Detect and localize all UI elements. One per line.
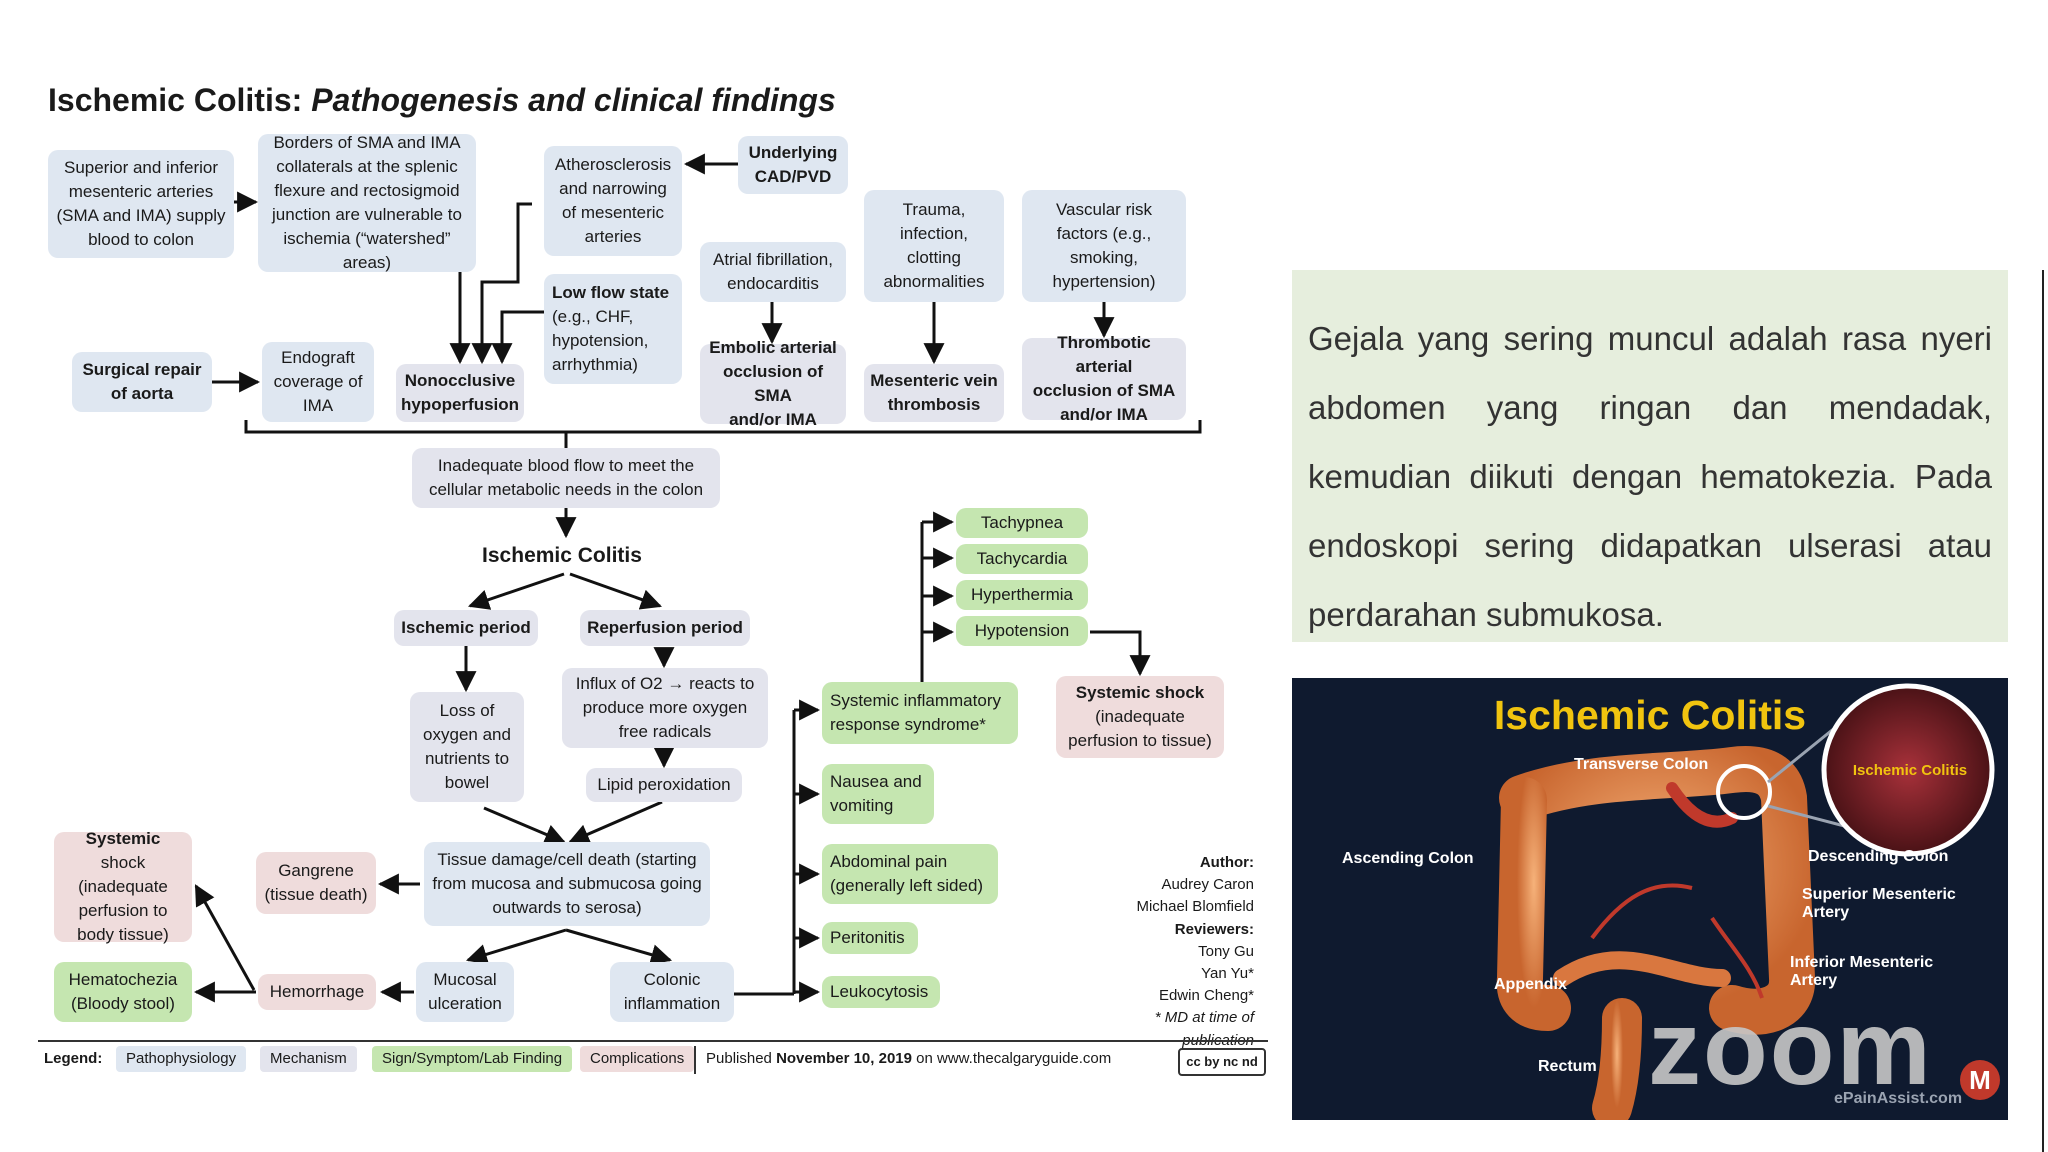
label-sma: Superior Mesenteric Artery [1802, 886, 1956, 922]
node-leukocytosis: Leukocytosis [822, 976, 940, 1008]
reviewer-name: Edwin Cheng* [1158, 987, 1254, 1005]
node-mucosal-ulceration: Mucosal ulceration [416, 962, 514, 1022]
node-reperfusion-period: Reperfusion period [580, 610, 750, 646]
indonesian-note: Gejala yang sering muncul adalah rasa ny… [1292, 270, 2008, 642]
node-watershed-borders: Borders of SMA and IMA collaterals at th… [258, 133, 476, 272]
legend-divider [694, 1046, 696, 1074]
cc-license-icon: cc by nc nd [1178, 1048, 1266, 1076]
reviewers-label: Reviewers: [1174, 920, 1254, 938]
node-inadequate-blood-flow: Inadequate blood flow to meet the cellul… [412, 448, 720, 508]
node-loss-of-oxygen: Loss of oxygen and nutrients to bowel [410, 692, 524, 802]
label-rectum: Rectum [1538, 1058, 1597, 1075]
legend-footer: Legend: Pathophysiology Mechanism Sign/S… [38, 1040, 1268, 1078]
author-credits: Author: Audrey Caron Michael Blomfield R… [1090, 852, 1254, 1052]
node-peritonitis: Peritonitis [822, 922, 918, 954]
illustration-title: Ischemic Colitis [1493, 692, 1807, 738]
node-nonocclusive-hypoperfusion: Nonocclusive hypoperfusion [396, 364, 524, 422]
legend-pathophysiology: Pathophysiology [116, 1046, 247, 1072]
node-atrial-fibrillation: Atrial fibrillation, endocarditis [700, 242, 846, 302]
node-hemorrhage: Hemorrhage [258, 974, 376, 1010]
node-sirs: Systemic inflammatory response syndrome* [822, 682, 1018, 744]
author-name: Michael Blomfield [1136, 898, 1254, 916]
node-systemic-shock-right: Systemic shock (inadequate perfusion to … [1056, 676, 1224, 758]
zoom-watermark: zoom [1648, 989, 1933, 1107]
node-hypotension: Hypotension [956, 616, 1088, 646]
node-tissue-damage: Tissue damage/cell death (starting from … [424, 842, 710, 926]
legend-mechanism: Mechanism [260, 1046, 357, 1072]
node-nausea-vomiting: Nausea and vomiting [822, 764, 934, 824]
author-label: Author: [1199, 854, 1254, 871]
node-endograft: Endograft coverage of IMA [262, 342, 374, 422]
node-abdominal-pain: Abdominal pain (generally left sided) [822, 844, 998, 904]
colon-illustration: Ischemic Colitis Ischemic Colitis Transv… [1292, 678, 2008, 1120]
label-ascending-colon: Ascending Colon [1342, 850, 1474, 867]
right-edge-divider [2042, 270, 2044, 1152]
label-appendix: Appendix [1494, 976, 1567, 993]
node-tachycardia: Tachycardia [956, 544, 1088, 574]
node-influx-o2: Influx of O2 → reacts to produce more ox… [562, 668, 768, 748]
node-underlying-cad: Underlying CAD/PVD [738, 136, 848, 194]
colon-drawing [1496, 683, 1995, 1120]
title-sub: Pathogenesis and clinical findings [311, 82, 836, 118]
source-watermark: ePainAssist.com [1834, 1090, 1963, 1107]
published-info: Published November 10, 2019 on www.theca… [706, 1050, 1112, 1067]
page-title: Ischemic Colitis: Pathogenesis and clini… [48, 82, 836, 119]
node-tachypnea: Tachypnea [956, 508, 1088, 538]
legend-complications: Complications [580, 1046, 695, 1072]
node-colonic-inflammation: Colonic inflammation [610, 962, 734, 1022]
node-ischemic-colitis: Ischemic Colitis [482, 544, 642, 568]
node-surgical-repair: Surgical repair of aorta [72, 352, 212, 412]
legend-sign-symptom: Sign/Symptom/Lab Finding [372, 1046, 573, 1072]
node-vascular-risk: Vascular risk factors (e.g., smoking, hy… [1022, 190, 1186, 302]
reviewer-name: Tony Gu [1198, 942, 1254, 960]
m-badge-icon: M [1960, 1060, 2000, 1100]
reviewer-name: Yan Yu* [1201, 964, 1254, 982]
node-mesenteric-vein-thrombosis: Mesenteric vein thrombosis [864, 364, 1004, 422]
node-thrombotic-occlusion: Thrombotic arterial occlusion of SMA and… [1022, 333, 1186, 424]
label-ima: Inferior Mesenteric Artery [1790, 954, 1934, 990]
label-descending-colon: Descending Colon [1808, 848, 1949, 865]
node-systemic-shock-left: Systemic shock (inadequate perfusion to … [54, 829, 192, 944]
node-low-flow-state: Low flow state (e.g., CHF, hypotension, … [544, 274, 682, 384]
node-embolic-occlusion: Embolic arterial occlusion of SMA and/or… [700, 338, 846, 429]
label-transverse-colon: Transverse Colon [1574, 756, 1709, 773]
node-trauma: Trauma, infection, clotting abnormalitie… [864, 190, 1004, 302]
node-sup-inf-arteries: Superior and inferior mesenteric arterie… [48, 150, 234, 258]
title-main: Ischemic Colitis: [48, 82, 303, 118]
node-atherosclerosis: Atherosclerosis and narrowing of mesente… [544, 146, 682, 256]
node-ischemic-period: Ischemic period [394, 610, 538, 646]
author-name: Audrey Caron [1161, 876, 1254, 894]
inset-label: Ischemic Colitis [1852, 762, 1968, 779]
node-gangrene: Gangrene (tissue death) [256, 852, 376, 914]
node-hematochezia: Hematochezia (Bloody stool) [54, 962, 192, 1022]
node-hyperthermia: Hyperthermia [956, 580, 1088, 610]
legend-label: Legend: [44, 1050, 103, 1067]
node-lipid-peroxidation: Lipid peroxidation [586, 768, 742, 802]
